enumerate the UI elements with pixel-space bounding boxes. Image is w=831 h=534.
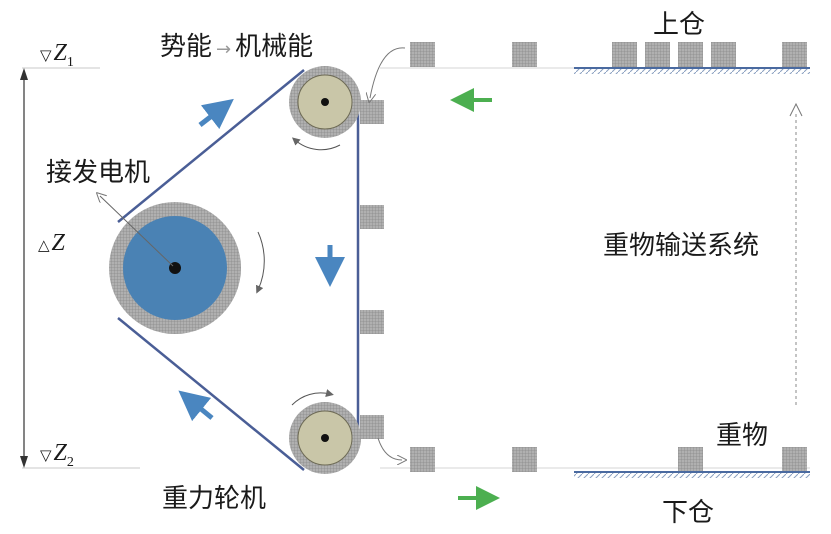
conveyor-return-arrow	[789, 102, 803, 405]
transfer-arrows	[370, 47, 405, 460]
energy-from-text: 势能	[160, 32, 213, 62]
generator-wheel	[109, 202, 265, 334]
bottom-pulley	[289, 389, 361, 474]
green-motion-arrows	[450, 88, 500, 510]
delta-z-label: △Z	[38, 230, 65, 256]
belt-weights	[360, 100, 384, 439]
energy-conversion-label: 势能→机械能	[160, 26, 313, 63]
lower-bin-floor	[574, 471, 810, 478]
generator-label: 接发电机	[46, 158, 151, 188]
level-marker-icon: ▽	[40, 448, 52, 464]
conveyor-system-label: 重物输送系统	[603, 231, 760, 261]
upper-bin-weights	[410, 42, 807, 67]
blue-motion-arrows	[178, 98, 345, 422]
delta-z-dimension	[20, 68, 28, 468]
z2-label: ▽Z2	[40, 440, 74, 470]
energy-arrow-icon: →	[216, 39, 232, 60]
upper-bin-label: 上仓	[653, 10, 706, 40]
weight-label: 重物	[716, 421, 769, 451]
level-marker-icon: ▽	[40, 48, 52, 64]
z1-label: ▽Z1	[40, 40, 74, 70]
lower-bin-weights	[410, 447, 807, 472]
lower-bin-label: 下仓	[662, 498, 715, 528]
generator-pointer	[100, 196, 174, 267]
upper-bin-floor	[574, 67, 810, 74]
energy-to-text: 机械能	[235, 32, 314, 62]
delta-icon: △	[38, 238, 50, 254]
gravity-wheel-label: 重力轮机	[162, 484, 267, 514]
top-pulley	[289, 66, 361, 151]
